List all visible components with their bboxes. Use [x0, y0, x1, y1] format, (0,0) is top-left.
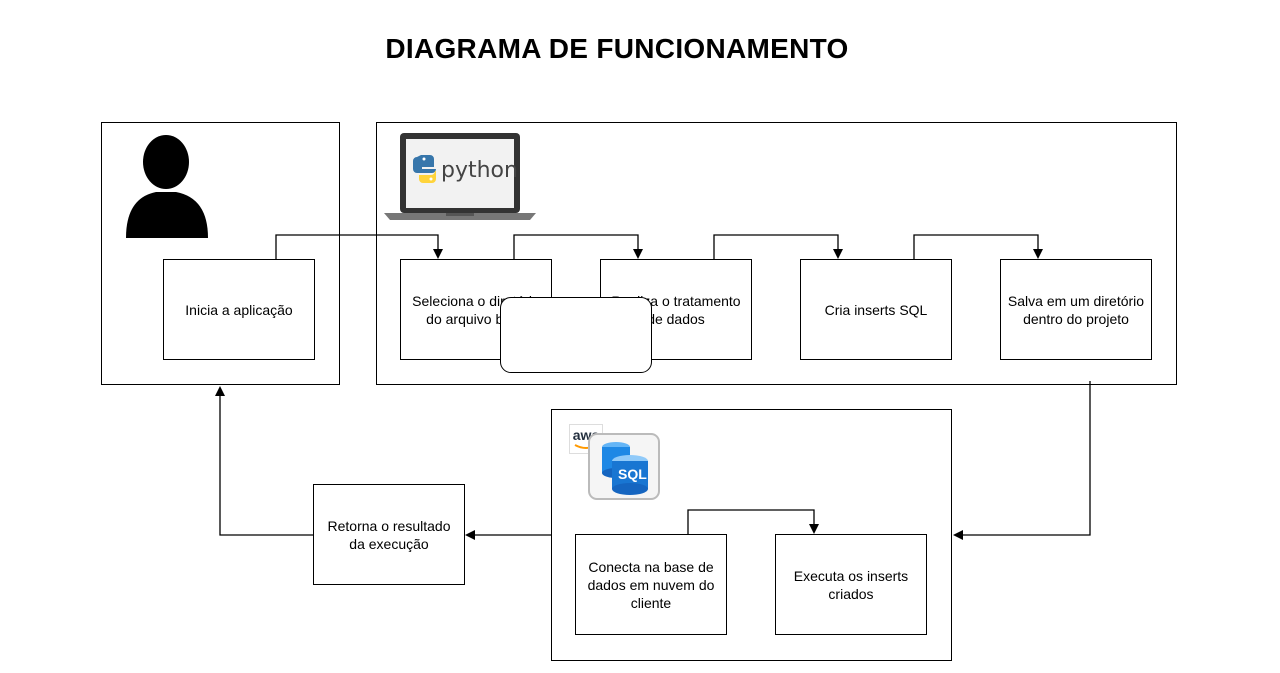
arrow-retorna-to-user [215, 386, 313, 536]
node-executa-inserts: Executa os inserts criados [775, 534, 927, 635]
node-inicia-aplicacao: Inicia a aplicação [163, 259, 315, 360]
empty-overlay-card [500, 297, 652, 373]
python-logo-icon [413, 155, 436, 183]
arrow-tratamento-to-cria [713, 234, 843, 259]
user-silhouette-icon [126, 135, 208, 238]
arrow-inicia-to-seleciona [275, 234, 443, 259]
sql-label: SQL [618, 466, 647, 482]
python-label: python [441, 158, 518, 183]
node-retorna-resultado: Retorna o resultado da execução [313, 484, 465, 585]
laptop-icon [384, 133, 536, 220]
arrow-cria-to-salva [913, 234, 1043, 259]
sql-database-icon [588, 433, 660, 500]
page-title: DIAGRAMA DE FUNCIONAMENTO [385, 33, 849, 64]
arrow-python-to-aws [953, 381, 1091, 540]
arrow-conecta-to-executa [687, 509, 819, 534]
node-salva-diretorio: Salva em um diretório dentro do projeto [1000, 259, 1152, 360]
arrow-seleciona-to-tratamento [513, 234, 643, 259]
node-conecta-base: Conecta na base de dados em nuvem do cli… [575, 534, 727, 635]
node-cria-inserts: Cria inserts SQL [800, 259, 952, 360]
